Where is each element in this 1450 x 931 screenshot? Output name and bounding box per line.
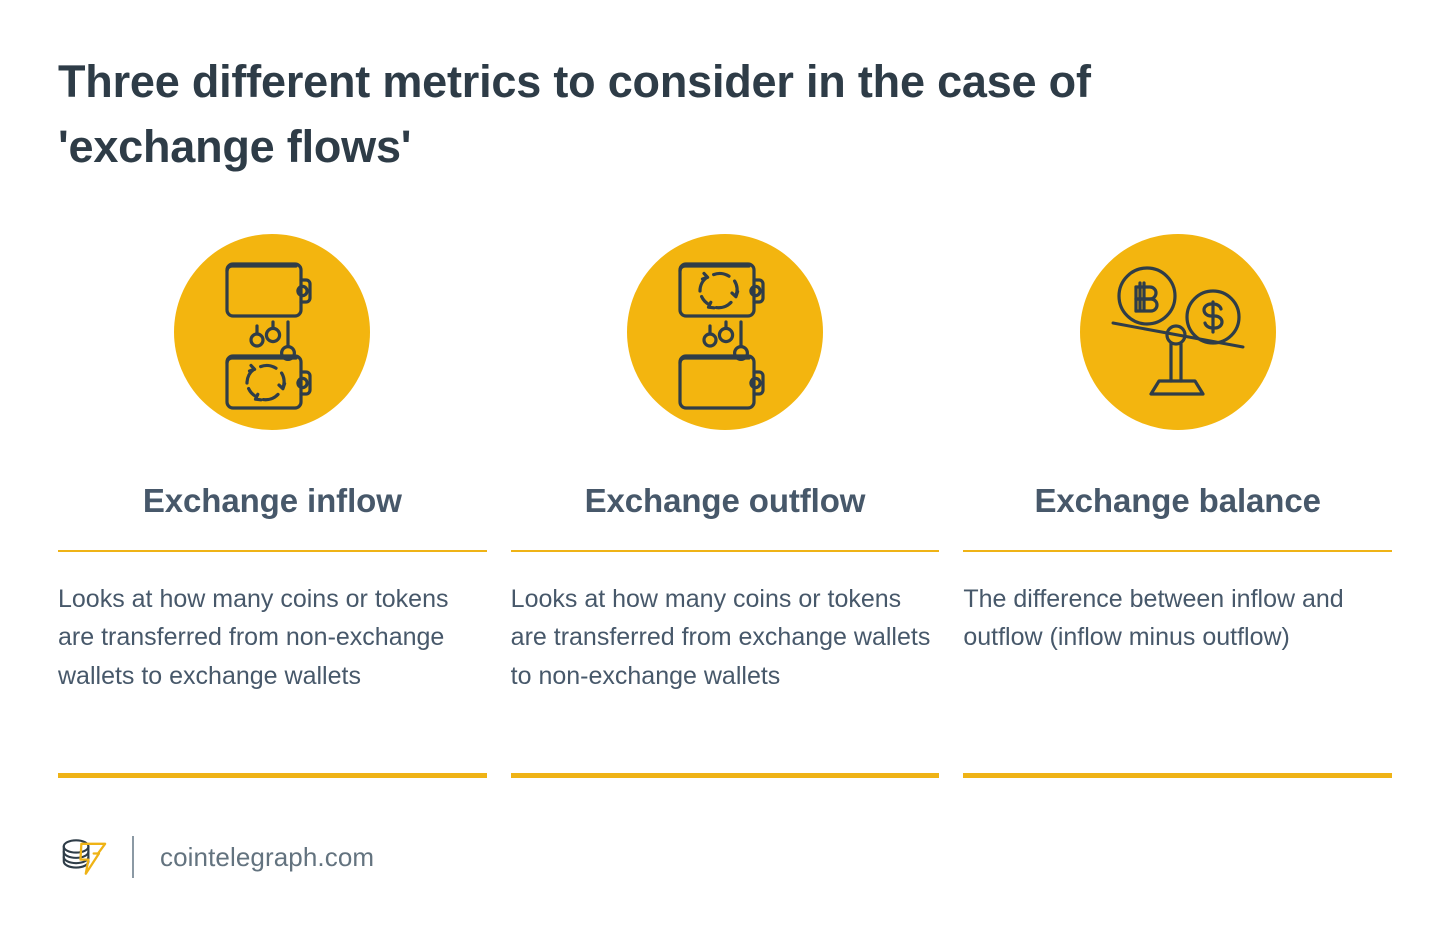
card-bottom-rule [510,772,940,778]
heading-divider [58,549,487,552]
metric-heading: Exchange inflow [142,481,402,519]
inflow-wallets-icon [225,261,312,410]
footer-divider [132,836,134,878]
metrics-columns: Exchange inflow Looks at how many coins … [58,226,1393,778]
footer: cointelegraph.com [58,831,374,883]
spacer [58,755,487,773]
icon-wrap [58,226,487,438]
metric-card-exchange-balance: Exchange balance The difference between … [963,226,1393,778]
cointelegraph-logo-icon [62,839,107,875]
outflow-wallets-icon [678,261,765,410]
icon-wrap [511,226,940,438]
spacer [963,755,1392,773]
metric-card-exchange-inflow: Exchange inflow Looks at how many coins … [58,226,487,778]
page-title: Three different metrics to consider in t… [58,56,1091,172]
icon-circle [174,233,371,430]
icon-wrap [963,226,1392,438]
heading-divider [963,549,1393,552]
footer-site-label: cointelegraph.com [160,841,375,872]
card-bottom-rule [963,772,1393,778]
icon-circle [1079,233,1276,430]
dollar-coin-icon [1185,288,1241,345]
card-bottom-rule [58,772,487,778]
bitcoin-coin-icon [1117,265,1177,326]
metric-description: Looks at how many coins or tokens are tr… [510,584,931,691]
balance-scale-icon [1111,265,1245,396]
spacer [511,755,940,773]
metric-description: The difference between inflow and outflo… [963,584,1344,652]
lightning-bolt-icon [79,842,107,875]
heading-divider [510,549,940,552]
metric-description: Looks at how many coins or tokens are tr… [58,584,449,691]
metric-heading: Exchange balance [1034,481,1321,519]
metric-card-exchange-outflow: Exchange outflow Looks at how many coins… [510,226,940,778]
icon-circle [627,233,823,430]
metric-heading: Exchange outflow [584,481,866,519]
